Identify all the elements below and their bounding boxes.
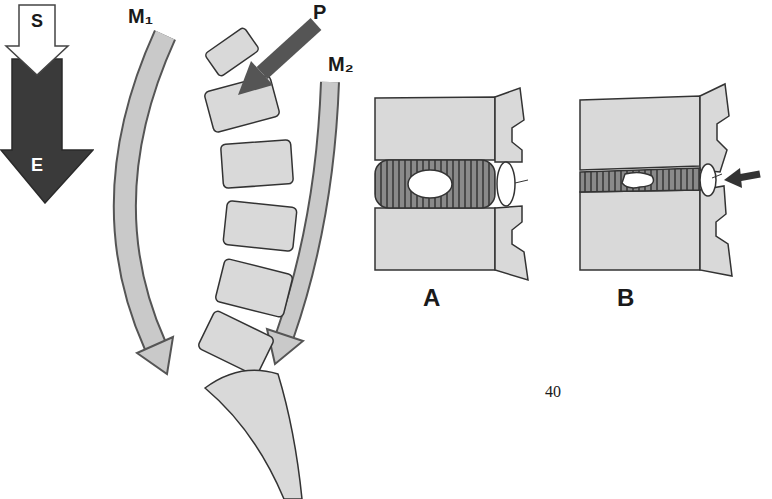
arrow-outline	[0, 58, 94, 204]
page-number: 40	[545, 384, 561, 400]
arrow-letter: S	[31, 12, 43, 30]
m1-arrow	[125, 35, 173, 374]
panel-label: B	[617, 286, 634, 310]
moment-label: M₂	[328, 54, 354, 74]
segment-a	[375, 88, 528, 280]
p-arrow	[238, 24, 316, 95]
load-arrow: E	[0, 58, 94, 204]
moment-label: M₁	[128, 6, 153, 26]
force-label: P	[313, 2, 326, 22]
strain-arrow: S	[4, 4, 70, 76]
segment-b	[580, 84, 732, 276]
panel-label: A	[423, 286, 440, 310]
vertebrae	[197, 27, 302, 499]
facet-arrow	[724, 168, 760, 188]
arrow-letter: E	[31, 156, 43, 174]
